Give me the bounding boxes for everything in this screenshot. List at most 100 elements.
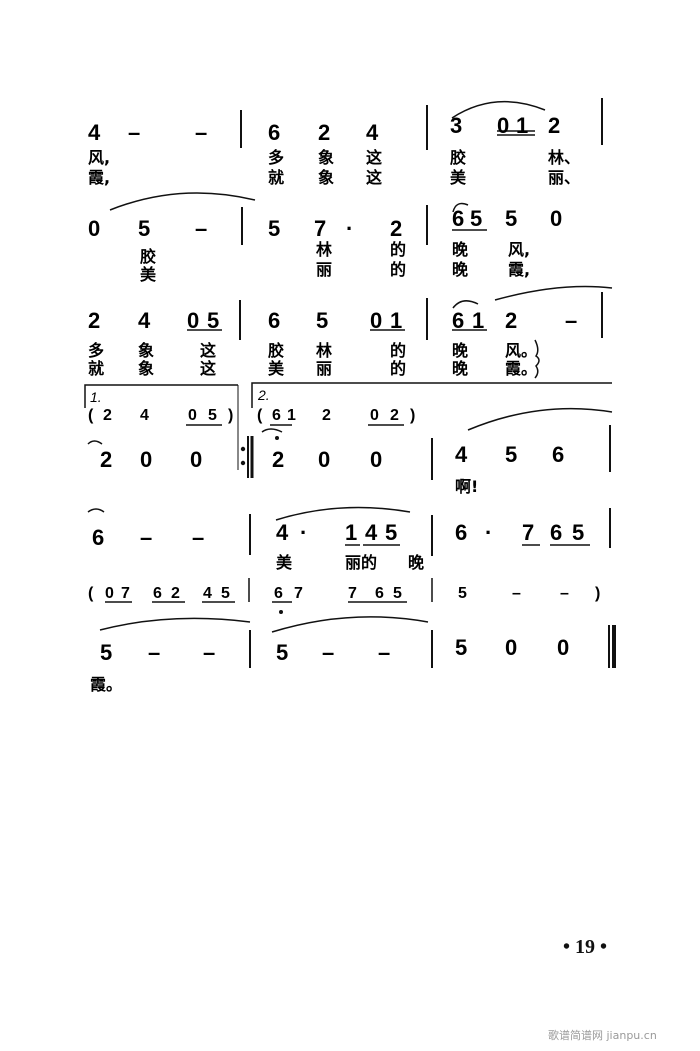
lyric: 这 [366, 148, 382, 167]
accomp: 0 [105, 585, 114, 602]
lyric: 风, [508, 240, 530, 259]
note: 5 [316, 308, 328, 333]
accomp: 2 [171, 585, 180, 602]
accomp: 5 [221, 585, 230, 602]
lyric: 的 [390, 260, 406, 279]
note: 1 [390, 308, 402, 333]
note: 5 [505, 206, 517, 231]
row-3-lyrics: 多 象 这 胶 林 的 晚 风。 就 象 这 美 丽 的 晚 霞。 [88, 341, 537, 378]
note: · [485, 520, 492, 545]
note: 0 [318, 447, 330, 472]
note: 6 [268, 308, 280, 333]
slur [261, 428, 283, 433]
slur [275, 506, 411, 521]
note: 0 [140, 447, 152, 472]
note: 6 [550, 520, 562, 545]
lyric: 就 [88, 359, 104, 378]
slur [109, 192, 256, 211]
accomp: ) [595, 585, 600, 602]
note: 0 [497, 113, 509, 138]
note: 6 [452, 308, 464, 333]
note: – [128, 120, 140, 145]
note: · [346, 216, 353, 241]
volta-bracket [84, 384, 238, 408]
lyric: 霞, [508, 260, 530, 279]
row-6-notes: 6 – – 4 · 1 4 5 6 · 7 6 5 [92, 520, 584, 550]
ending-label: 2. [257, 387, 270, 403]
row-7-accomp: ( 0 7 6 2 4 5 6 7 7 6 5 5 – – ) [88, 585, 600, 602]
row-6-lyrics: 美 丽的 晚 [276, 553, 424, 572]
lyric: 美 [140, 265, 157, 284]
accomp: – [560, 585, 569, 602]
note: – [378, 640, 390, 665]
lyric: 霞。 [505, 359, 537, 378]
row-8-notes: 5 – – 5 – – 5 0 0 [100, 635, 569, 665]
slur [87, 508, 105, 513]
lyric: 就 [268, 168, 284, 187]
lyric: 美 [276, 553, 293, 572]
lyric: 林 [316, 341, 332, 360]
note: 1 [472, 308, 484, 333]
beam [497, 130, 535, 136]
note: 4 [276, 520, 289, 545]
row-4-endings: 1. 2. ( 2 4 0 5 ) ( 6 1 2 0 2 ) [88, 387, 415, 424]
accomp: 7 [348, 585, 357, 602]
lyric: 这 [200, 359, 216, 378]
note: 5 [276, 640, 288, 665]
slur [99, 617, 251, 631]
watermark: 歌谱简谱网 jianpu.cn [548, 1029, 657, 1042]
note: 4 [88, 120, 101, 145]
note: · [300, 520, 307, 545]
lyric: 的 [390, 240, 406, 259]
note: – [192, 525, 204, 550]
row-1-notes: 4 – – 6 2 4 3 0 1 2 [88, 113, 560, 145]
note: 2 [88, 308, 100, 333]
accomp: 6 [272, 407, 281, 424]
accomp: 7 [121, 585, 130, 602]
accomp: 2 [103, 407, 112, 424]
note: – [195, 120, 207, 145]
note: 2 [100, 447, 112, 472]
ending-label: 1. [90, 389, 102, 405]
note: 0 [187, 308, 199, 333]
lyric: 丽 [316, 260, 332, 279]
note: 4 [365, 520, 378, 545]
slur [467, 407, 613, 431]
note: 0 [370, 447, 382, 472]
lyric: 的 [390, 341, 406, 360]
accomp: 5 [458, 585, 467, 602]
lyric: 丽 [316, 359, 332, 378]
note: 2 [272, 447, 284, 472]
accomp: 5 [208, 407, 217, 424]
lyric: 啊! [455, 477, 478, 496]
lyric: 丽的 [345, 553, 377, 572]
note: 5 [455, 635, 467, 660]
lyric: 的 [390, 359, 406, 378]
lyric: 霞, [88, 168, 110, 187]
accomp: 0 [370, 407, 379, 424]
accomp: 6 [153, 585, 162, 602]
note: 6 [452, 206, 464, 231]
lyric: 象 [318, 148, 334, 167]
note: 5 [100, 640, 112, 665]
lyric: 丽、 [548, 168, 580, 187]
lyric: 象 [138, 359, 154, 378]
note: 7 [522, 520, 534, 545]
note: 0 [190, 447, 202, 472]
note: 5 [470, 206, 482, 231]
note: 6 [552, 442, 564, 467]
note: 2 [390, 216, 402, 241]
lyric: 这 [366, 168, 382, 187]
note: 0 [557, 635, 569, 660]
slur [271, 616, 429, 633]
note: 6 [268, 120, 280, 145]
note: 5 [385, 520, 397, 545]
note: 6 [92, 525, 104, 550]
lyric: 晚 [452, 359, 468, 378]
accomp: 2 [322, 407, 331, 424]
lyric: 晚 [452, 260, 468, 279]
lyric: 多 [88, 341, 104, 360]
row-3-notes: 2 4 0 5 6 5 0 1 6 1 2 – [88, 308, 577, 333]
lyric: 风, [88, 148, 110, 167]
